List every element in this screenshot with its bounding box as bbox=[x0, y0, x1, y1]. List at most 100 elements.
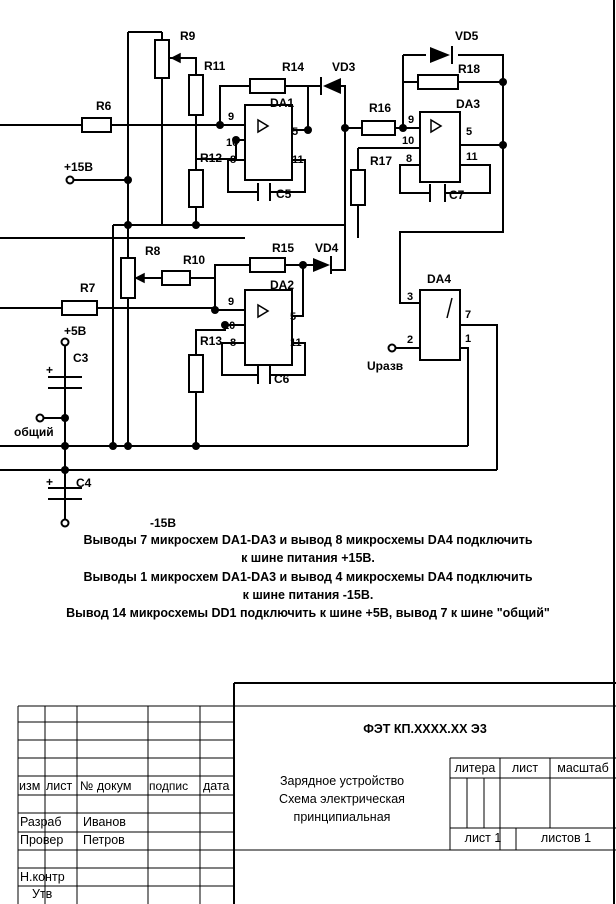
resistor-r13 bbox=[188, 354, 204, 393]
chip-da3 bbox=[419, 111, 461, 183]
title-line-2: Схема электрическая bbox=[279, 792, 405, 806]
label-plus5: +5В bbox=[64, 324, 87, 338]
da3-pin-8: 8 bbox=[406, 153, 412, 165]
razrab-name: Иванов bbox=[83, 815, 126, 829]
resistor-r6 bbox=[81, 117, 112, 133]
label-r10: R10 bbox=[183, 253, 205, 267]
list-header: лист bbox=[511, 761, 539, 775]
label-uraz: Uразв bbox=[367, 359, 403, 373]
da3-pin-10: 10 bbox=[402, 135, 414, 147]
da2-pin-5: 5 bbox=[290, 311, 296, 323]
c4-plus-sign: + bbox=[46, 475, 53, 489]
label-r8: R8 bbox=[145, 244, 161, 258]
note-line-5: Вывод 14 микросхемы DD1 подключить к шин… bbox=[66, 606, 550, 620]
da3-pin-9: 9 bbox=[408, 114, 414, 126]
pin-labels: 9 10 8 5 11 9 10 8 5 11 9 10 8 5 11 3 2 … bbox=[223, 111, 478, 349]
label-r15: R15 bbox=[272, 241, 294, 255]
note-line-2: к шине питания +15В. bbox=[241, 551, 375, 565]
label-r13: R13 bbox=[200, 334, 222, 348]
c3-plus-sign: + bbox=[46, 363, 53, 377]
label-c6: C6 bbox=[274, 372, 290, 386]
da1-pin-11: 11 bbox=[292, 154, 304, 166]
capacitor-c7 bbox=[429, 184, 446, 202]
capacitor-c5 bbox=[257, 183, 271, 201]
r8-wiper-arrow bbox=[134, 272, 145, 284]
resistor-r15 bbox=[249, 257, 286, 273]
junctions bbox=[61, 78, 507, 474]
label-c3: C3 bbox=[73, 351, 89, 365]
terminals bbox=[35, 175, 397, 528]
component-labels: R6 R7 R8 R9 R10 R11 R12 R13 R14 R15 R16 … bbox=[14, 29, 480, 530]
resistor-r9 bbox=[154, 39, 170, 79]
sheet-number: лист 1 bbox=[464, 831, 502, 845]
resistor-r7 bbox=[61, 300, 98, 316]
scale-header: масштаб bbox=[557, 761, 609, 775]
resistor-r11 bbox=[188, 74, 204, 116]
diode-vd3 bbox=[320, 77, 341, 95]
note-line-3: Выводы 1 микросхем DA1-DA3 и вывод 4 мик… bbox=[83, 570, 533, 584]
col-list: лист bbox=[46, 779, 73, 793]
chip-da4 bbox=[419, 289, 461, 361]
da4-pin-3: 3 bbox=[407, 291, 413, 303]
resistor-r10 bbox=[161, 270, 191, 286]
col-date: дата bbox=[203, 779, 230, 793]
label-vd3: VD3 bbox=[332, 60, 356, 74]
label-r18: R18 bbox=[458, 62, 480, 76]
chip-da1 bbox=[244, 104, 293, 181]
label-r11: R11 bbox=[204, 59, 226, 73]
resistor-r17 bbox=[350, 169, 366, 206]
sheet-count: листов 1 bbox=[540, 831, 592, 845]
resistor-r18 bbox=[417, 74, 459, 90]
diode-vd5 bbox=[430, 46, 453, 64]
label-plus15: +15В bbox=[64, 160, 93, 174]
da2-pin-8: 8 bbox=[230, 337, 236, 349]
pot-wipers bbox=[134, 52, 181, 284]
label-r12: R12 bbox=[200, 151, 222, 165]
title-block-frame bbox=[17, 0, 616, 904]
litera-header: литера bbox=[454, 761, 496, 775]
label-r9: R9 bbox=[180, 29, 196, 43]
label-common: общий bbox=[14, 425, 54, 439]
resistor-r14 bbox=[249, 78, 286, 94]
label-r6: R6 bbox=[96, 99, 112, 113]
title-line-3: принципиальная bbox=[293, 810, 391, 824]
label-da1: DA1 bbox=[270, 96, 294, 110]
resistor-r8 bbox=[120, 257, 136, 299]
capacitor-c6 bbox=[257, 366, 271, 384]
label-r17: R17 bbox=[370, 154, 392, 168]
resistors bbox=[61, 39, 459, 393]
da2-pin-11: 11 bbox=[290, 337, 302, 349]
label-minus15: -15В bbox=[150, 516, 176, 530]
label-vd5: VD5 bbox=[455, 29, 479, 43]
op-amps bbox=[244, 104, 461, 366]
da3-pin-11: 11 bbox=[466, 151, 478, 163]
prover-role: Провер bbox=[20, 833, 64, 847]
label-c5: C5 bbox=[276, 187, 292, 201]
da2-pin-9: 9 bbox=[228, 296, 234, 308]
note-line-4: к шине питания -15В. bbox=[242, 588, 374, 602]
col-doc-number: № докум bbox=[80, 779, 132, 793]
label-da2: DA2 bbox=[270, 278, 294, 292]
da4-pin-1: 1 bbox=[465, 333, 471, 345]
label-da3: DA3 bbox=[456, 97, 480, 111]
label-vd4: VD4 bbox=[315, 241, 339, 255]
label-da4: DA4 bbox=[427, 272, 451, 286]
title-line-1: Зарядное устройство bbox=[279, 774, 405, 788]
da4-pin-2: 2 bbox=[407, 334, 413, 346]
da1-pin-10: 10 bbox=[226, 137, 238, 149]
amp-triangles bbox=[257, 118, 453, 319]
prover-name: Петров bbox=[83, 833, 125, 847]
label-r14: R14 bbox=[282, 60, 304, 74]
doc-code: ФЭТ КП.XXXX.XX Э3 bbox=[363, 722, 487, 736]
da3-pin-5: 5 bbox=[466, 126, 472, 138]
col-izm: изм bbox=[19, 779, 41, 793]
da2-pin-10: 10 bbox=[223, 320, 235, 332]
label-r16: R16 bbox=[369, 101, 391, 115]
col-signature: подпис bbox=[149, 779, 189, 793]
diodes bbox=[313, 46, 453, 274]
diode-vd4 bbox=[313, 256, 332, 274]
ncontr-role: Н.контр bbox=[20, 870, 65, 884]
resistor-r12 bbox=[188, 169, 204, 208]
chip-da2 bbox=[244, 289, 293, 366]
